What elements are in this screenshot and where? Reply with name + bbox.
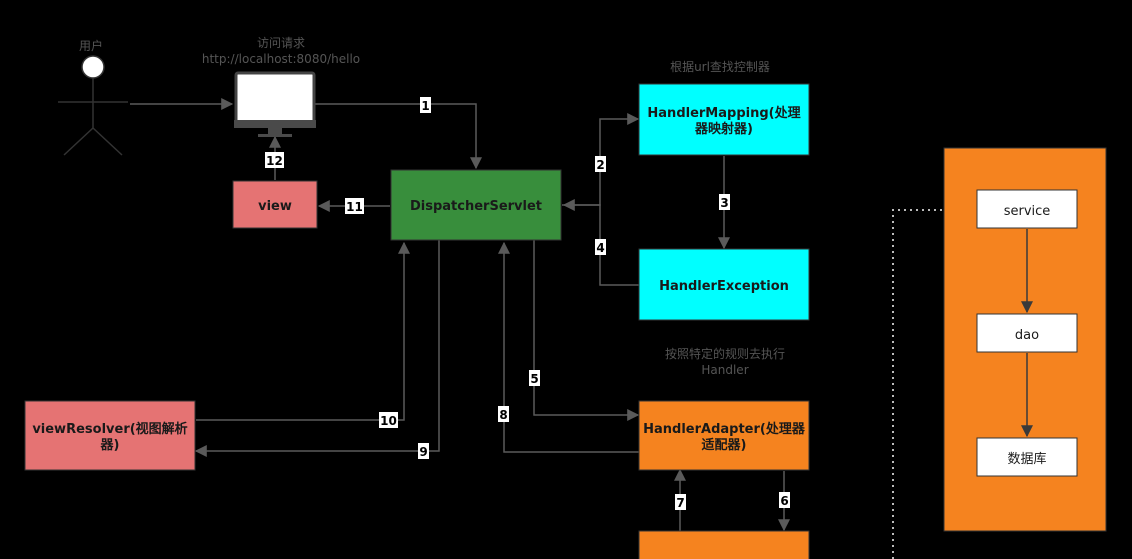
step-label-4: 4 (595, 239, 606, 255)
step-label-2: 2 (595, 156, 606, 172)
handler-note-line2: Handler (701, 363, 748, 377)
edge-step-10 (196, 241, 410, 421)
handler-note-line1: 按照特定的规则去执行 (665, 346, 785, 361)
database-label: 数据库 (1007, 451, 1046, 467)
monitor-icon (234, 71, 316, 137)
step-label-11: 11 (345, 198, 364, 214)
handler-adapter-label-line2: 适配器) (702, 437, 747, 453)
handler-node (638, 530, 810, 559)
request-caption-line1: 访问请求 (257, 36, 305, 50)
svg-text:6: 6 (780, 494, 788, 508)
svg-text:8: 8 (499, 408, 507, 422)
edge-step-9 (194, 240, 440, 457)
dao-node (976, 313, 1078, 353)
svg-text:9: 9 (419, 445, 427, 459)
stick-figure-icon (58, 55, 128, 156)
svg-text:4: 4 (596, 241, 604, 255)
svg-text:3: 3 (720, 196, 728, 210)
step-label-7: 7 (675, 494, 686, 510)
mapping-note: 根据url查找控制器 (670, 60, 770, 74)
request-caption-line2: http://localhost:8080/hello (202, 52, 360, 66)
svg-text:11: 11 (346, 200, 363, 214)
svg-text:7: 7 (676, 496, 684, 510)
edge-step-5 (533, 240, 640, 421)
handler-mapping-node (638, 83, 810, 156)
edge-step-1 (315, 103, 482, 170)
handler-mapping-label-line2: 器映射器) (694, 121, 753, 137)
service-label: service (1004, 204, 1051, 219)
user-caption: 用户 (79, 38, 103, 53)
service-node (976, 189, 1078, 229)
handler-adapter-label-line1: HandlerAdapter(处理器 (643, 421, 806, 437)
view-resolver-label-line2: 器) (100, 438, 120, 453)
svg-text:5: 5 (530, 372, 538, 386)
dispatcher-servlet-label: DispatcherServlet (410, 199, 542, 214)
step-label-12: 12 (265, 152, 284, 168)
svg-text:10: 10 (380, 414, 397, 428)
step-label-10: 10 (379, 412, 398, 428)
handler-adapter-node (638, 400, 810, 471)
step-label-1: 1 (420, 97, 431, 113)
dispatcher-servlet-node (390, 169, 562, 241)
view-node (232, 180, 318, 229)
svg-text:12: 12 (266, 154, 283, 168)
view-resolver-node (24, 400, 196, 471)
step-label-8: 8 (498, 406, 509, 422)
handler-mapping-label-line1: HandlerMapping(处理 (647, 105, 800, 121)
handler-exception-label: HandlerException (659, 279, 789, 294)
step-label-3: 3 (719, 194, 730, 210)
dao-label: dao (1015, 328, 1039, 343)
view-label: view (258, 199, 292, 214)
edge-step-8 (498, 241, 639, 453)
database-node (976, 437, 1078, 477)
step-label-5: 5 (529, 370, 540, 386)
step-label-9: 9 (418, 443, 429, 459)
handler-exception-node (638, 248, 810, 321)
step-label-6: 6 (779, 492, 790, 508)
svg-text:1: 1 (421, 99, 429, 113)
svg-text:2: 2 (596, 158, 604, 172)
view-resolver-label-line1: viewResolver(视图解析 (32, 421, 187, 437)
